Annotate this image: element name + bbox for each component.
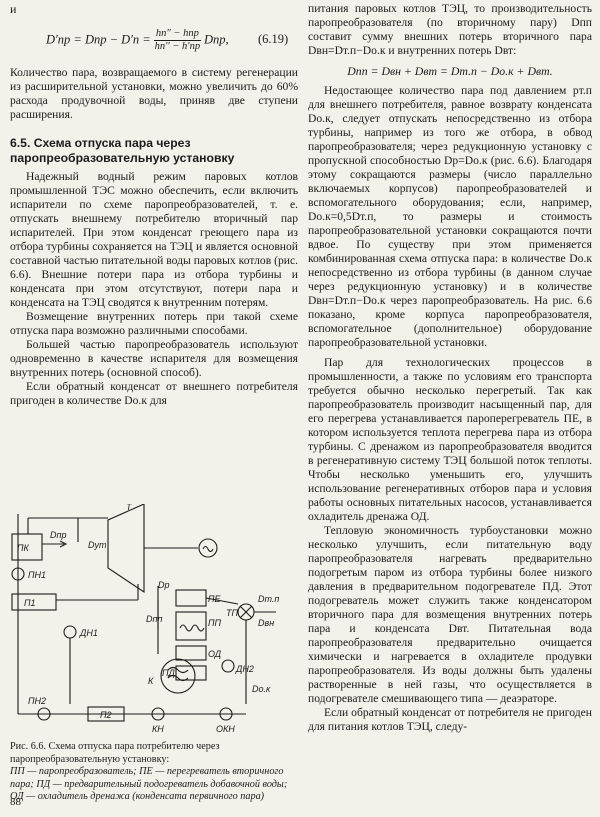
label-od: ОД — [208, 649, 222, 659]
paragraph: Если обратный конденсат от внешнего потр… — [10, 380, 298, 407]
formula-dpp: Dпп = Dвн + Dвт = Dт.п − Dо.к + Dвт. — [347, 64, 553, 78]
label-pe: ПЕ — [208, 594, 222, 604]
preheater-pd-shape — [175, 665, 207, 681]
label-dpr: Dпр — [50, 530, 66, 540]
paragraph: Недостающее количество пара под давление… — [308, 84, 592, 349]
pump-dn1-icon — [63, 625, 77, 639]
drain-cooler-od-shape — [175, 645, 207, 661]
scheme-figure: ПК Dпр Dут Т ПН1 П1 Dp ПЕ ПП Dпп — [11, 504, 279, 734]
label-pn1: ПН1 — [28, 570, 46, 580]
paragraph: Надежный водный режим паровых котлов про… — [10, 170, 298, 309]
left-column-body: Надежный водный режим паровых котлов про… — [10, 170, 298, 408]
pump-dn2-icon — [221, 659, 235, 673]
formula-rhs: Dпр, — [200, 32, 229, 47]
label-pn2: ПН2 — [28, 696, 46, 706]
caption-legend-line: ПП — паропреобразователь; ПЕ — перегрева… — [10, 766, 288, 790]
deaerator-p1-shape — [11, 593, 57, 611]
label-dut: Dут — [88, 540, 107, 550]
label-p1: П1 — [24, 598, 36, 608]
paragraph: питания паровых котлов ТЭЦ, то производи… — [308, 2, 592, 57]
equation-number: (6.19) — [258, 32, 289, 46]
label-p2: П2 — [100, 710, 112, 720]
label-pd: ПД — [162, 668, 176, 678]
caption-title: Рис. 6.6. Схема отпуска пара потребителю… — [10, 741, 220, 765]
right-column: питания паровых котлов ТЭЦ, то производи… — [308, 2, 592, 734]
formula-denominator: hп′′ − h′пр — [154, 41, 201, 52]
formula-numerator: hп″ − hпр — [153, 28, 201, 41]
paragraph: Если обратный конденсат от потребителя н… — [308, 706, 592, 733]
caption-legend-line: ОД — охладитель дренажа (конденсата перв… — [10, 791, 265, 802]
label-dvn: Dвн — [258, 618, 274, 628]
label-dok: Dо.к — [252, 684, 271, 694]
label-dp: Dp — [158, 580, 170, 590]
converter-pp-shape — [175, 611, 207, 641]
pump-okn-icon — [219, 707, 233, 721]
label-okn: ОКН — [216, 724, 235, 734]
pump-pn1-icon — [11, 567, 25, 581]
label-dtp: Dт.п — [258, 594, 279, 604]
pump-pn2-icon — [37, 707, 51, 721]
header-mark: и — [10, 2, 17, 16]
label-k: К — [148, 676, 154, 686]
label-kn: КН — [152, 724, 164, 734]
label-dn2: ДН2 — [235, 664, 254, 674]
turbine-shape — [107, 504, 145, 594]
generator-icon — [198, 538, 218, 558]
label-dpp: Dпп — [146, 614, 162, 624]
pump-kn-icon — [151, 707, 165, 721]
paragraph: Большей частью паропреобразователь испол… — [10, 338, 298, 379]
boiler-pk-shape — [11, 533, 43, 561]
paragraph: Пар для технологических процессов в пром… — [308, 356, 592, 523]
paragraph: Возмещение внутренних потерь при такой с… — [10, 310, 298, 337]
paragraph: Количество пара, возвращаемого в систему… — [10, 66, 298, 121]
paragraph: Тепловую экономичность турбоустановки мо… — [308, 524, 592, 705]
page-number: 88 — [10, 796, 21, 808]
figure-caption: Рис. 6.6. Схема отпуска пара потребителю… — [10, 741, 296, 804]
label-dn1: ДН1 — [79, 628, 98, 638]
label-tp: ТП — [226, 608, 238, 618]
formula-lhs: D′пр = Dпр − D′п = — [46, 32, 154, 47]
left-column-intro: Количество пара, возвращаемого в систему… — [10, 66, 298, 122]
label-pp: ПП — [208, 618, 222, 628]
label-pk: ПК — [17, 543, 30, 553]
deaerator-p2-shape — [87, 706, 125, 722]
label-t: Т — [126, 504, 133, 512]
section-title: 6.5. Схема отпуска пара через паропреобр… — [10, 136, 235, 165]
superheater-pe-shape — [175, 589, 207, 607]
condenser-k-icon — [160, 658, 196, 694]
